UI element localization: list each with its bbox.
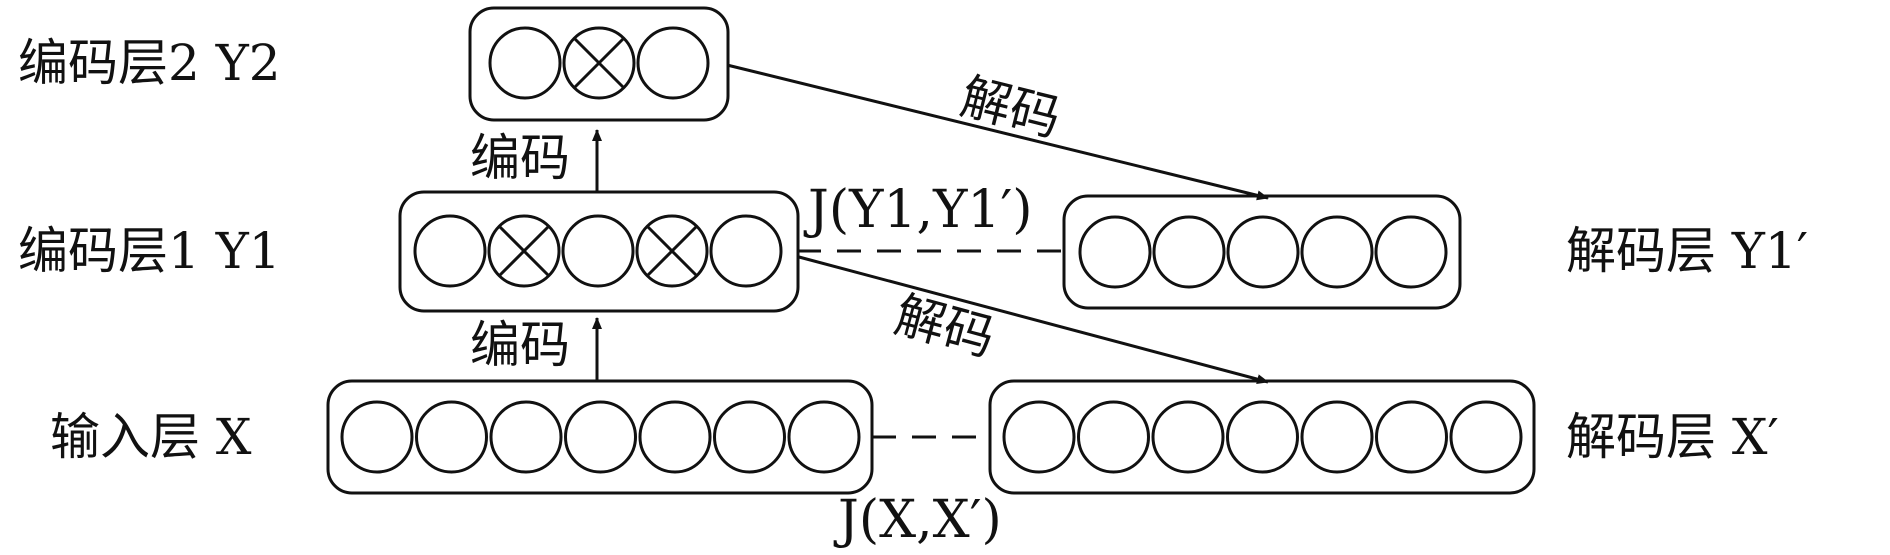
- neuron: [1226, 400, 1299, 474]
- crossed-neuron: [635, 214, 709, 288]
- label-decode-upper: 解码: [955, 67, 1066, 147]
- layer-decode-x: [988, 379, 1536, 495]
- cross-mark: [646, 225, 698, 277]
- neuron: [1226, 215, 1300, 289]
- neuron: [638, 400, 712, 474]
- neuron: [1374, 215, 1448, 289]
- neuron: [1002, 400, 1076, 474]
- label-encode-layer-1: 编码层1 Y1: [18, 222, 281, 280]
- label-input-layer: 输入层 X: [50, 408, 252, 466]
- cross-mark: [573, 37, 625, 89]
- neuron: [415, 400, 488, 474]
- label-encode-lower: 编码: [470, 316, 570, 374]
- label-encode-layer-2: 编码层2 Y2: [18, 34, 281, 92]
- neuron: [1077, 400, 1150, 474]
- neuron: [1078, 215, 1152, 289]
- neuron: [564, 400, 637, 474]
- neuron: [713, 400, 786, 474]
- layer-decode-y1: [1062, 194, 1462, 310]
- crossed-neuron: [562, 26, 636, 100]
- label-encode-upper: 编码: [470, 129, 570, 187]
- neuron: [1375, 400, 1448, 474]
- layer-encode-2: [468, 6, 730, 122]
- label-cost-x: J(X,X′): [833, 490, 1002, 550]
- layer-box: [468, 6, 730, 122]
- layer-box: [398, 190, 800, 313]
- layer-box: [988, 379, 1536, 495]
- label-decode-layer-x: 解码层 X′: [1566, 408, 1779, 466]
- label-decode-layer-y1: 解码层 Y1′: [1566, 222, 1808, 280]
- layer-encode-1: [398, 190, 800, 313]
- neuron: [1300, 215, 1374, 289]
- cross-mark: [498, 225, 550, 277]
- neuron: [636, 26, 710, 100]
- neuron: [787, 400, 861, 474]
- layer-box: [1062, 194, 1462, 310]
- crossed-neuron: [487, 214, 561, 288]
- layer-box: [326, 379, 874, 495]
- layer-input: [326, 379, 874, 495]
- label-decode-lower: 解码: [889, 286, 1001, 368]
- neuron: [340, 400, 414, 474]
- neuron: [488, 26, 562, 100]
- neuron: [561, 214, 635, 288]
- neuron: [1300, 400, 1374, 474]
- decode-arrow-lower: [798, 255, 1269, 384]
- neuron: [1152, 215, 1226, 289]
- neuron: [709, 214, 783, 288]
- neuron: [413, 214, 487, 288]
- neuron: [1449, 400, 1523, 474]
- neuron: [1151, 400, 1225, 474]
- neuron: [489, 400, 563, 474]
- decode-arrow-upper: [726, 63, 1269, 201]
- label-cost-y1: J(Y1,Y1′): [803, 180, 1033, 240]
